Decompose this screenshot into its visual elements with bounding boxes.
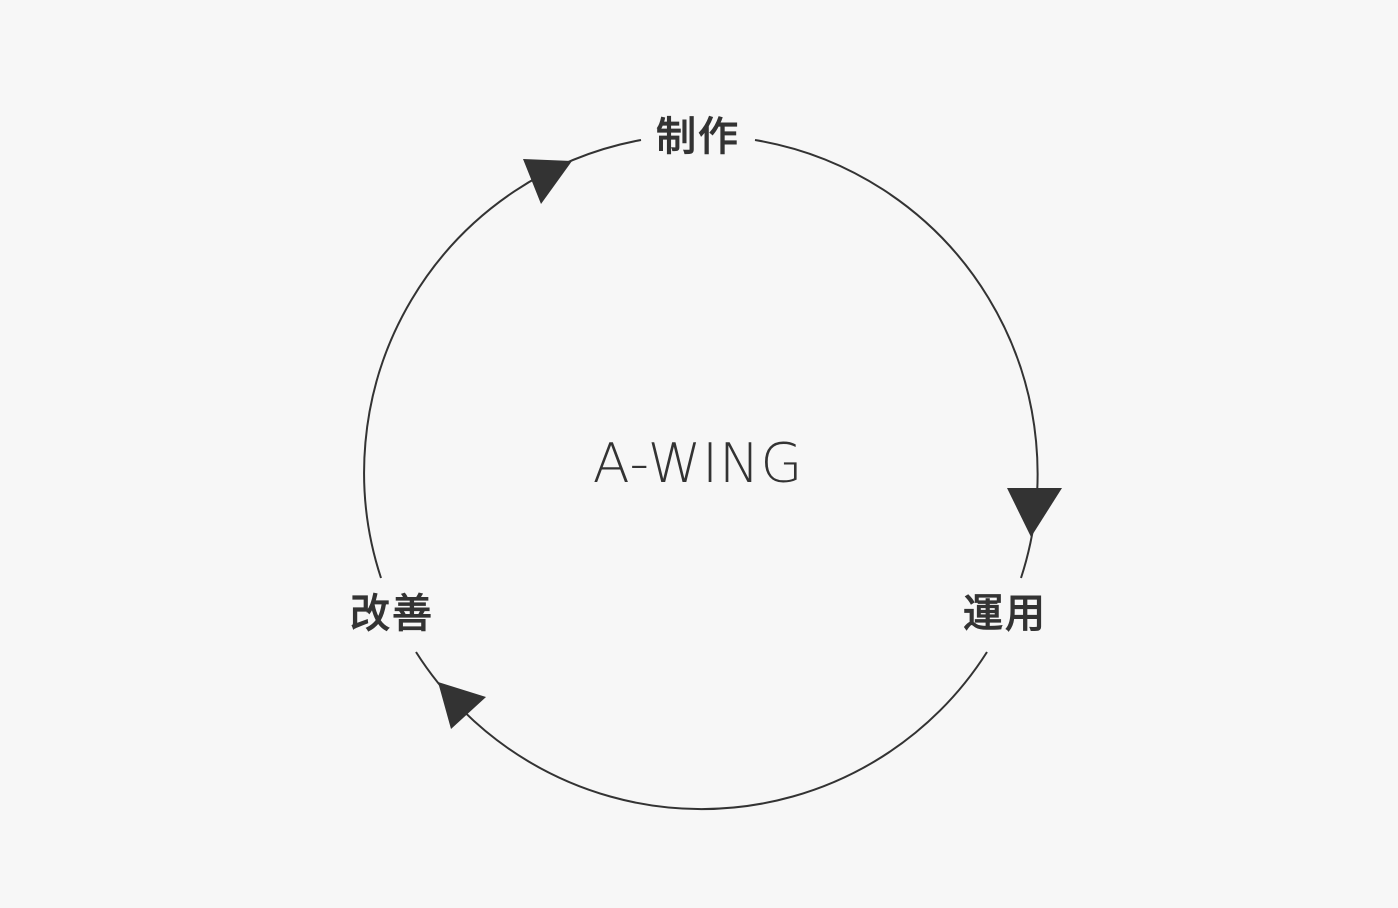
arc-operation-to-improvement [415,651,988,810]
arc-improvement-to-production [363,139,642,579]
arrowhead-bottom-left-icon [438,682,486,729]
node-label-improvement: 改善 [350,591,434,637]
arrowhead-top-left-icon [523,159,572,204]
center-title: A-WING [592,432,804,495]
node-label-production: 制作 [656,114,740,160]
node-label-operation: 運用 [963,591,1047,637]
arc-production-to-operation [754,139,1039,579]
arrowhead-right-icon [1007,488,1062,537]
